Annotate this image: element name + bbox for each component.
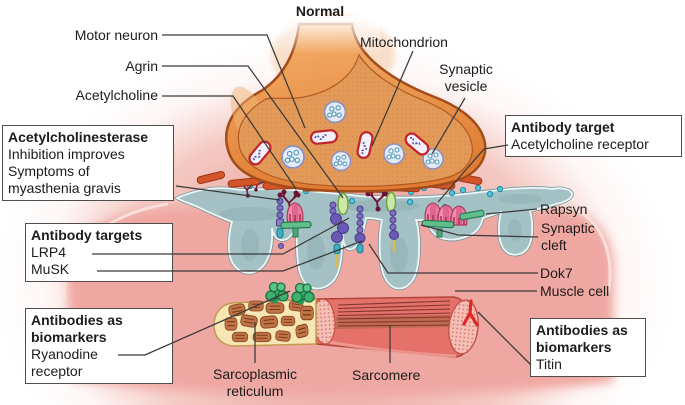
box-item-ryanodine: Ryanodine bbox=[31, 346, 98, 362]
box-biomarkers-ryanodine: Antibodies as biomarkers Ryanodine recep… bbox=[25, 308, 173, 384]
label-motor-neuron: Motor neuron bbox=[74, 27, 158, 43]
label-agrin: Agrin bbox=[125, 58, 158, 74]
titin-filament bbox=[462, 299, 479, 327]
box-item-titin: Titin bbox=[536, 356, 562, 372]
label-muscle-cell: Muscle cell bbox=[540, 283, 610, 299]
label-sarcomere: Sarcomere bbox=[352, 367, 421, 383]
label-acetylcholine: Acetylcholine bbox=[75, 87, 159, 103]
acetylcholine-receptor bbox=[286, 202, 304, 223]
label-rapsyn: Rapsyn bbox=[540, 201, 588, 217]
box-antibody-targets-title: Antibody targets bbox=[31, 227, 143, 243]
label-dok7: Dok7 bbox=[540, 265, 573, 281]
box-acetylcholinesterase-title: Acetylcholinesterase bbox=[8, 129, 149, 145]
box-antibody-targets: Antibody targets LRP4 MuSK bbox=[25, 223, 173, 282]
agrin-molecule bbox=[337, 191, 397, 216]
sarcoplasmic-reticulum-cylinder bbox=[213, 298, 317, 347]
box-item-lrp4: LRP4 bbox=[31, 244, 67, 260]
box-biomarkers-titin: Antibodies as biomarkers Titin bbox=[530, 318, 646, 377]
box-item-achr: Acetylcholine receptor bbox=[511, 136, 649, 152]
label-mitochondrion: Mitochondrion bbox=[360, 34, 448, 50]
label-synaptic-vesicle: Synaptic vesicle bbox=[439, 61, 493, 94]
diagram-title: Normal bbox=[295, 3, 345, 19]
box-acetylcholinesterase: Acetylcholinesterase Inhibition improves… bbox=[2, 125, 174, 201]
box-antibody-target-achr: Antibody target Acetylcholine receptor bbox=[505, 115, 682, 157]
label-synaptic-cleft: Synaptic cleft bbox=[541, 220, 595, 253]
box-item-musk: MuSK bbox=[31, 261, 70, 277]
label-sarcoplasmic-reticulum: Sarcoplasmic reticulum bbox=[212, 366, 298, 399]
box-item-receptor: receptor bbox=[31, 363, 83, 379]
muscle-fiber bbox=[213, 281, 479, 358]
sarcomere-cylinder bbox=[312, 296, 479, 358]
